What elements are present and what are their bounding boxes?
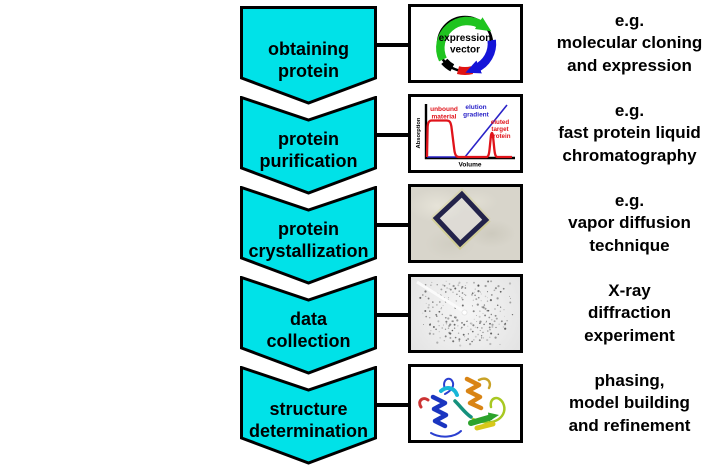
chromatogram-illustration: unbound material elution gradient eluted… bbox=[408, 94, 523, 173]
ribbon-model-illustration bbox=[408, 364, 523, 443]
chromatogram-annotation: eluted bbox=[491, 119, 509, 126]
y-axis-label: Absorption bbox=[416, 117, 422, 148]
crystal-photo-background bbox=[411, 187, 520, 260]
chevron-structure-determination bbox=[240, 366, 377, 465]
diffraction-pattern-illustration bbox=[408, 274, 523, 353]
step-label-line: collection bbox=[266, 331, 351, 351]
step-label-obtaining-protein: obtaining protein bbox=[240, 24, 377, 98]
caption-line: e.g. bbox=[614, 190, 645, 210]
connector-line bbox=[377, 223, 408, 227]
chevron-data-collection bbox=[240, 276, 377, 375]
caption-line: fast protein liquid bbox=[558, 123, 701, 143]
step-label-line: structure bbox=[269, 399, 348, 420]
caption-line: X-ray bbox=[608, 280, 651, 300]
caption-line: and refinement bbox=[568, 415, 691, 435]
chromatogram-plot: unbound material elution gradient eluted… bbox=[416, 104, 515, 169]
caption-line: and expression bbox=[567, 55, 692, 75]
step-label-data-collection: data collection bbox=[240, 294, 377, 368]
step-label-line: protein bbox=[278, 129, 339, 150]
plasmid-label-line: expression bbox=[439, 33, 492, 44]
step-label-line: crystallization bbox=[248, 241, 369, 261]
step-label-line: determination bbox=[248, 421, 368, 441]
connector-line bbox=[377, 403, 408, 407]
connector-line bbox=[377, 133, 408, 137]
chromatogram-annotation: unbound bbox=[430, 106, 458, 113]
plasmid-label-line: vector bbox=[450, 45, 480, 56]
caption-line: diffraction bbox=[587, 303, 672, 323]
caption-obtaining-protein: e.g. molecular cloning and expression bbox=[532, 4, 727, 83]
chromatogram-annotation: elution bbox=[465, 104, 486, 111]
caption-line: phasing, bbox=[594, 370, 665, 390]
chromatogram-annotation: protein bbox=[490, 133, 511, 140]
caption-data-collection: X-ray diffraction experiment bbox=[532, 274, 727, 353]
step-label-protein-purification: protein purification bbox=[240, 114, 377, 188]
caption-line: chromatography bbox=[562, 145, 697, 165]
caption-protein-crystallization: e.g. vapor diffusion technique bbox=[532, 184, 727, 263]
protein-ribbon-icon bbox=[418, 376, 506, 438]
chromatogram-annotation: gradient bbox=[463, 112, 489, 119]
caption-line: technique bbox=[589, 235, 670, 255]
step-label-protein-crystallization: protein crystallization bbox=[240, 204, 377, 278]
connector-line bbox=[377, 313, 408, 317]
caption-line: experiment bbox=[584, 325, 675, 345]
caption-protein-purification: e.g. fast protein liquid chromatography bbox=[532, 94, 727, 173]
chromatogram-annotation: material bbox=[432, 114, 457, 121]
chevron-protein-purification bbox=[240, 96, 377, 195]
chevron-protein-crystallization bbox=[240, 186, 377, 285]
x-axis-label: Volume bbox=[459, 162, 482, 169]
chevron-obtaining-protein bbox=[240, 6, 377, 105]
expression-vector-illustration: expression vector bbox=[408, 4, 523, 83]
connector-line bbox=[377, 43, 408, 47]
step-label-line: obtaining bbox=[268, 39, 349, 60]
caption-line: vapor diffusion bbox=[568, 213, 691, 233]
step-label-structure-determination: structure determination bbox=[240, 384, 377, 458]
caption-line: e.g. bbox=[614, 100, 645, 120]
step-label-line: protein bbox=[278, 61, 339, 81]
crystal-photo-illustration bbox=[408, 184, 523, 263]
caption-structure-determination: phasing, model building and refinement bbox=[532, 364, 727, 443]
caption-line: e.g. bbox=[614, 10, 645, 30]
step-label-line: purification bbox=[259, 151, 358, 171]
caption-line: molecular cloning bbox=[556, 33, 703, 53]
step-label-line: data bbox=[289, 309, 327, 330]
plasmid-diagram-icon: expression vector bbox=[436, 15, 497, 76]
diffraction-spots bbox=[416, 280, 514, 347]
caption-line: model building bbox=[569, 393, 690, 413]
step-label-line: protein bbox=[278, 219, 339, 240]
chromatogram-annotation: target bbox=[491, 126, 508, 133]
